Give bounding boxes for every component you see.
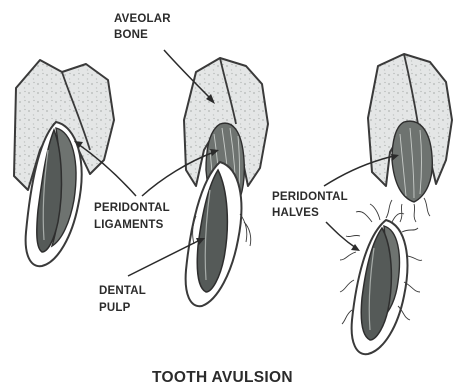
dental-pulp-line-2: PULP	[99, 302, 131, 314]
peridontal-halves-line-1: PERIDONTAL	[272, 191, 348, 203]
socket-torn-strands	[386, 198, 430, 222]
aveolar-bone-line-1: AVEOLAR	[114, 13, 171, 25]
label-aveolar-bone: AVEOLAR BONE	[114, 13, 171, 41]
label-peridontal-ligaments: PERIDONTAL LIGAMENTS	[94, 202, 170, 231]
label-dental-pulp: DENTAL PULP	[99, 285, 146, 314]
diagram-title: TOOTH AVULSION	[152, 369, 293, 386]
panel-tooth-avulsed	[340, 54, 452, 354]
dental-pulp-line-1: DENTAL	[99, 285, 146, 297]
peridontal-ligaments-line-2: LIGAMENTS	[94, 219, 164, 231]
peridontal-ligaments-line-1: PERIDONTAL	[94, 202, 170, 214]
label-peridontal-halves: PERIDONTAL HALVES	[272, 191, 348, 219]
panel-ligaments-stretching	[184, 58, 268, 306]
peridontal-halves-line-2: HALVES	[272, 207, 319, 219]
panel-tooth-in-socket	[14, 60, 114, 266]
aveolar-bone-line-2: BONE	[114, 29, 148, 41]
periodontal-half-socket	[392, 121, 432, 202]
pointer-halves-root	[326, 222, 356, 248]
